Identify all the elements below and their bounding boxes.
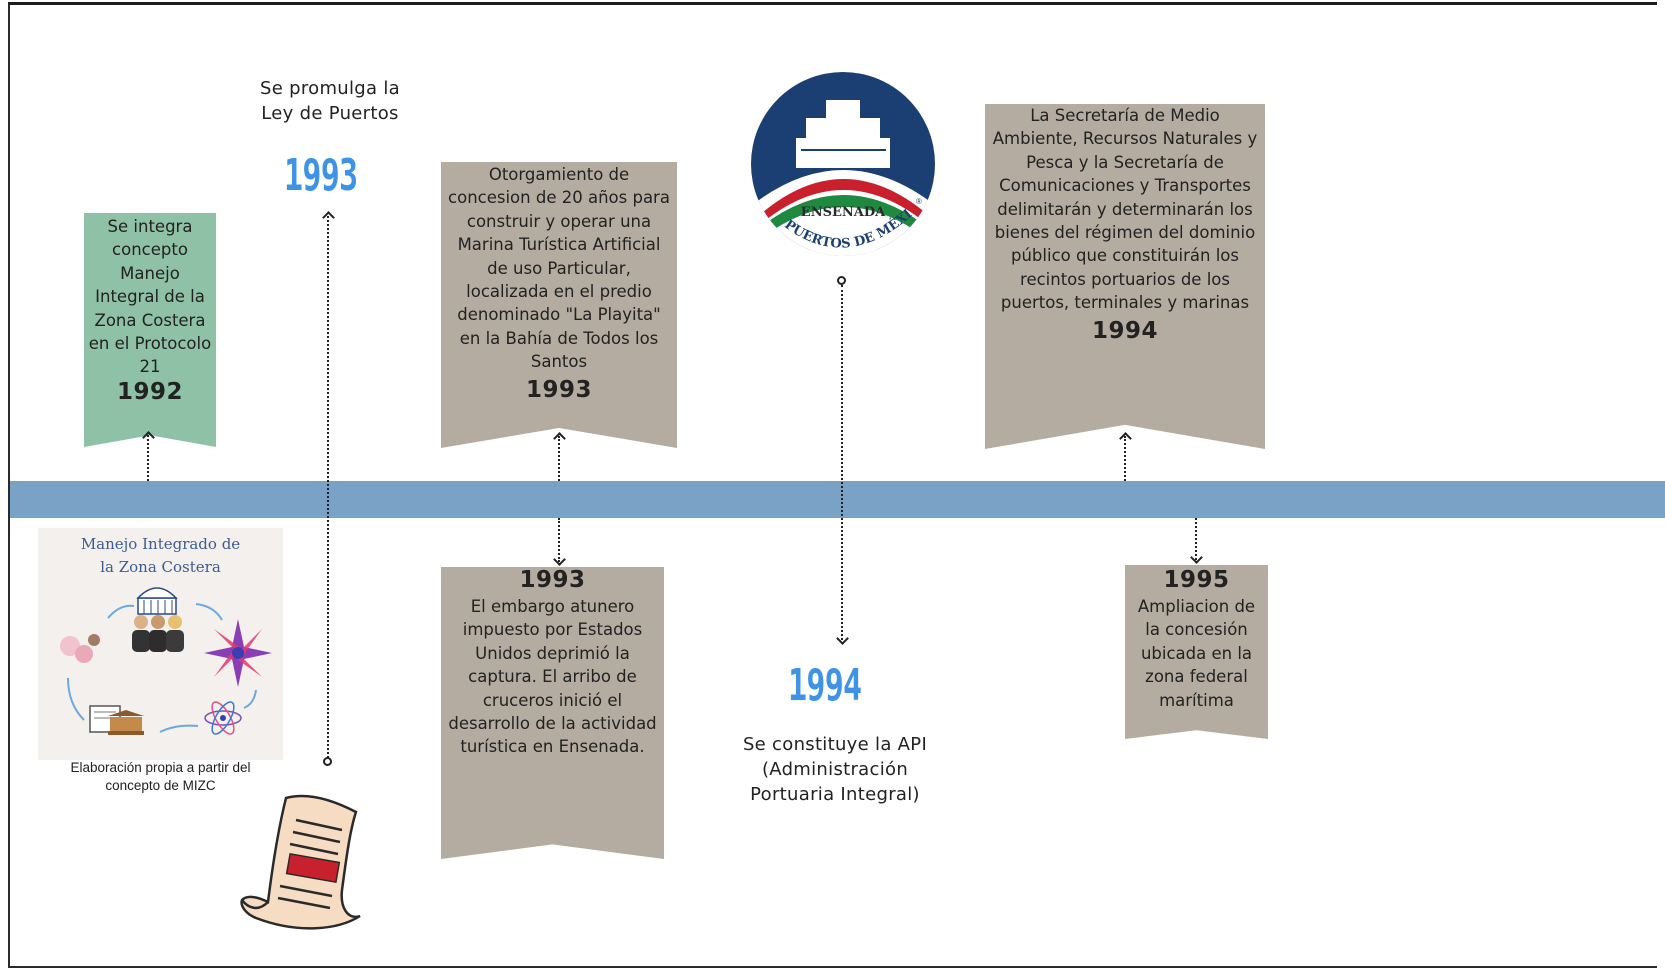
event-1994-sec-year: 1994	[1091, 317, 1158, 344]
government-building-icon	[136, 587, 178, 615]
event-1993-law-year: 1993	[284, 150, 358, 201]
timeline-frame	[8, 2, 1657, 968]
event-1993-embargo-year: 1993	[519, 567, 586, 593]
atom-icon	[204, 701, 242, 735]
people-group-icon	[132, 615, 184, 652]
event-1993-marina-year: 1993	[525, 376, 592, 403]
scroll-document-icon	[240, 794, 361, 930]
event-1993-law-text: Se promulga la Ley de Puertos	[259, 78, 401, 124]
event-1993-embargo-flag: 1993 El embargo atunero impuesto por Est…	[441, 567, 664, 859]
timeline-bar	[10, 481, 1665, 518]
mizc-caption: Elaboración propia a partir del concepto…	[70, 760, 251, 793]
mizc-title: Manejo Integrado de la Zona Costera	[80, 535, 241, 576]
event-1995-year: 1995	[1163, 567, 1230, 593]
event-1994-sec-text: La Secretaría de Medio Ambiente, Recurso…	[992, 106, 1258, 313]
document-institution-icon	[89, 705, 144, 735]
event-1993-marina-flag: Otorgamiento de concesion de 20 años par…	[441, 162, 677, 448]
handshake-icon	[60, 634, 100, 663]
event-1992-flag: Se integra concepto Manejo Integral de l…	[84, 213, 216, 447]
connector-1992	[147, 435, 149, 481]
event-1995-text: Ampliacion de la concesión ubicada en la…	[1137, 597, 1256, 710]
connector-start-1994-api	[837, 276, 846, 285]
connector-1993-marina	[558, 436, 560, 481]
connector-1994-api	[841, 285, 843, 640]
event-1993-marina-text: Otorgamiento de concesion de 20 años par…	[448, 165, 670, 372]
event-1994-sec-flag: La Secretaría de Medio Ambiente, Recurso…	[985, 104, 1265, 449]
event-1992-year: 1992	[116, 378, 183, 405]
logo-top-text: ENSENADA	[801, 205, 886, 220]
connector-end-1993-law	[323, 757, 332, 766]
connector-1995	[1195, 518, 1197, 560]
ship-logo-icon: ENSENADA PUERTOS DE MÉXICO ®	[746, 70, 935, 256]
mizc-illustration: Manejo Integrado de la Zona Costera	[38, 528, 283, 760]
event-1992-text: Se integra concepto Manejo Integral de l…	[88, 217, 212, 377]
mizc-cycle-graphic	[60, 587, 272, 735]
logo-registered: ®	[916, 197, 922, 206]
connector-1993-law	[327, 216, 329, 758]
event-1993-embargo-text: El embargo atunero impuesto por Estados …	[448, 597, 657, 757]
connector-1993-embargo	[558, 518, 560, 562]
event-1994-api-year: 1994	[788, 660, 862, 711]
event-1994-api-text: Se constituye la API (Administración Por…	[742, 734, 928, 805]
connector-1994-sec	[1124, 436, 1126, 481]
radial-people-icon	[204, 619, 272, 687]
event-1995-flag: 1995 Ampliacion de la concesión ubicada …	[1125, 565, 1268, 739]
